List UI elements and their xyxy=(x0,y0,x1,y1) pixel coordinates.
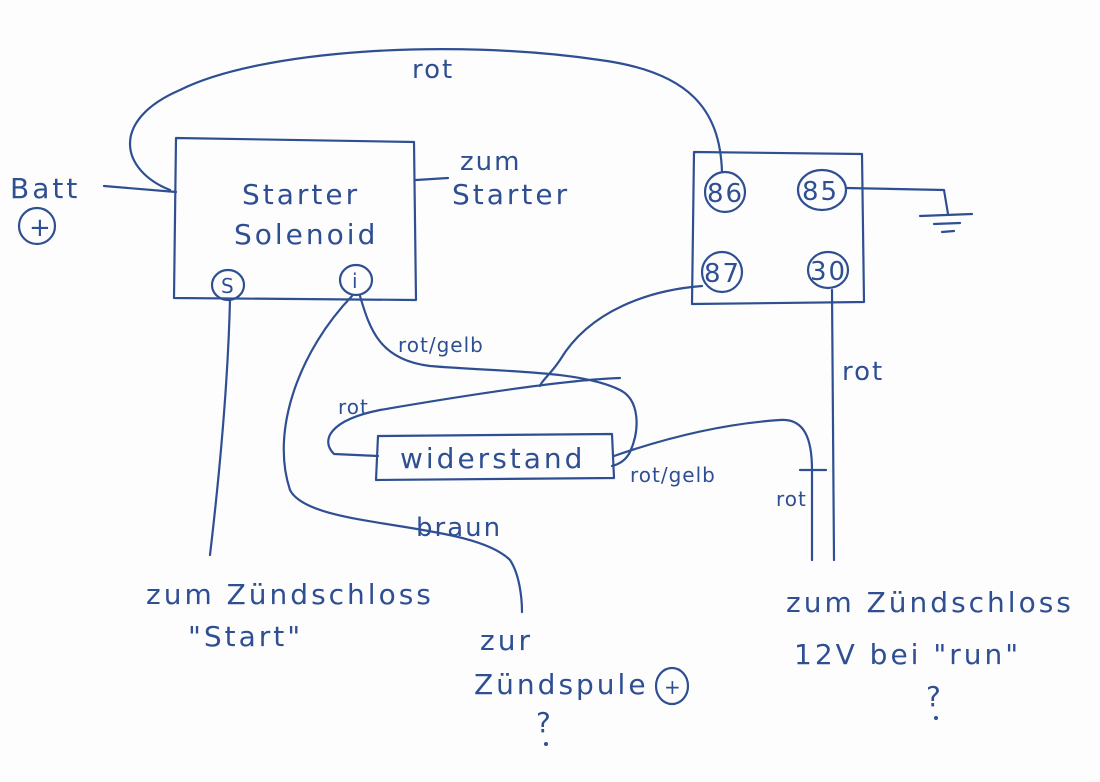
run-label-line1: zum Zündschloss xyxy=(786,586,1074,619)
terminal-i-label: i xyxy=(352,269,359,293)
coil-label-line1: zur xyxy=(480,624,533,657)
relay-87-circle xyxy=(700,250,744,294)
to-starter-label-line2: Starter xyxy=(452,178,570,211)
starter-solenoid-box xyxy=(172,136,418,302)
coil-label-line2: Zündspule xyxy=(474,668,649,701)
start-wire xyxy=(208,298,232,557)
resistor-label: widerstand xyxy=(400,442,585,475)
relay-86-circle xyxy=(703,170,747,214)
battery-lead xyxy=(102,184,178,194)
brown-wire xyxy=(282,294,524,614)
top-wire-label: rot xyxy=(412,55,454,85)
wire-red-lower-label: rot xyxy=(776,487,807,511)
top-red-wire xyxy=(128,48,724,192)
to-starter-label-line1: zum xyxy=(460,147,521,177)
relay-30-circle xyxy=(806,250,850,290)
coil-plus-label: + xyxy=(664,675,682,699)
relay-85-circle xyxy=(796,168,848,212)
wire-red-right-label: rot xyxy=(842,357,884,387)
start-label-line1: zum Zündschloss xyxy=(146,578,434,611)
ground-wire xyxy=(844,186,950,216)
starter-lead xyxy=(414,176,450,182)
relay-87-wire xyxy=(538,284,704,388)
battery-plus-label: + xyxy=(29,213,53,243)
coil-question-dot xyxy=(544,742,548,746)
battery-label: Batt xyxy=(10,172,80,205)
coil-plus-circle xyxy=(654,666,690,706)
redyellow-wire-right xyxy=(612,418,814,562)
terminal-s-circle xyxy=(210,268,246,302)
resistor-box xyxy=(374,432,616,482)
battery-plus-circle xyxy=(17,206,57,246)
ground-symbol xyxy=(918,212,974,234)
relay-87-label: 87 xyxy=(704,259,741,289)
run-question-dot xyxy=(934,716,938,720)
run-question-label: ? xyxy=(926,680,944,713)
start-label-line2: "Start" xyxy=(188,620,303,653)
solenoid-label-line2: Solenoid xyxy=(234,218,378,251)
relay-85-label: 85 xyxy=(802,177,839,207)
wire-red-left-label: rot xyxy=(338,395,369,419)
terminal-i-circle xyxy=(338,263,374,297)
wire-brown-label: braun xyxy=(416,513,502,543)
wire-redyellow-right-label: rot/gelb xyxy=(630,463,716,487)
relay-30-label: 30 xyxy=(810,257,847,287)
relay-86-label: 86 xyxy=(707,179,744,209)
run-label-line2: 12V bei "run" xyxy=(794,638,1021,671)
coil-question-label: ? xyxy=(536,706,554,739)
solenoid-label-line1: Starter xyxy=(242,178,360,211)
relay-box xyxy=(690,150,866,306)
wire-redyellow-top-label: rot/gelb xyxy=(398,333,484,357)
relay-30-wire xyxy=(830,288,836,562)
red-wire-left xyxy=(327,376,622,458)
terminal-s-label: S xyxy=(221,274,235,298)
